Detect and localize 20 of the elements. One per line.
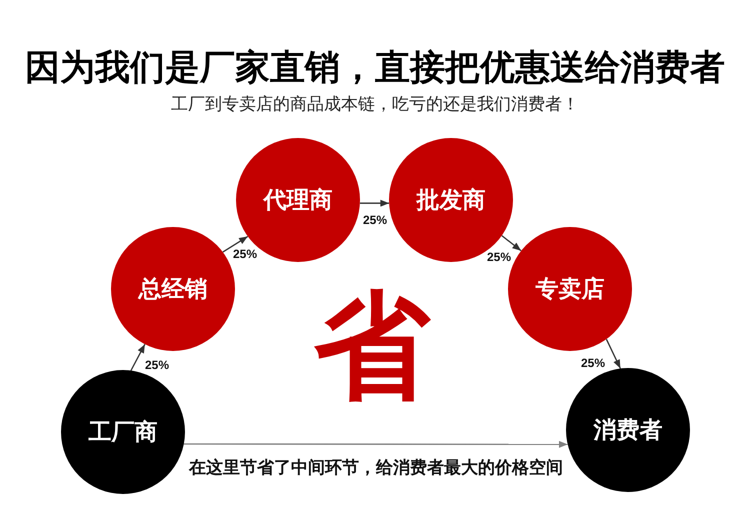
edge-label: 在这里节省了中间环节，给消费者最大的价格空间: [188, 458, 564, 478]
arrow: [184, 440, 568, 448]
subtitle: 工厂到专卖店的商品成本链，吃亏的还是我们消费者！: [171, 96, 579, 112]
arrow: [222, 236, 248, 253]
arrow: [360, 200, 390, 207]
stage-name: 专卖店: [536, 276, 604, 302]
stage-circle: [111, 227, 235, 351]
arrow: [501, 235, 522, 252]
arrow: [130, 344, 146, 371]
stage-circle: [389, 138, 513, 262]
stage-name: 代理商: [264, 187, 332, 213]
stage-circle: [61, 370, 185, 494]
stage-name: 工厂商: [88, 419, 158, 445]
title: 因为我们是厂家直销，直接把优惠送给消费者: [25, 48, 725, 88]
stage-circle: [566, 368, 690, 492]
stage-name: 总经销: [138, 276, 208, 302]
stage-name: 批发商: [416, 187, 486, 213]
arrow: [606, 338, 621, 369]
large-character: 省: [314, 288, 430, 404]
stage-name: 消费者: [594, 417, 662, 443]
